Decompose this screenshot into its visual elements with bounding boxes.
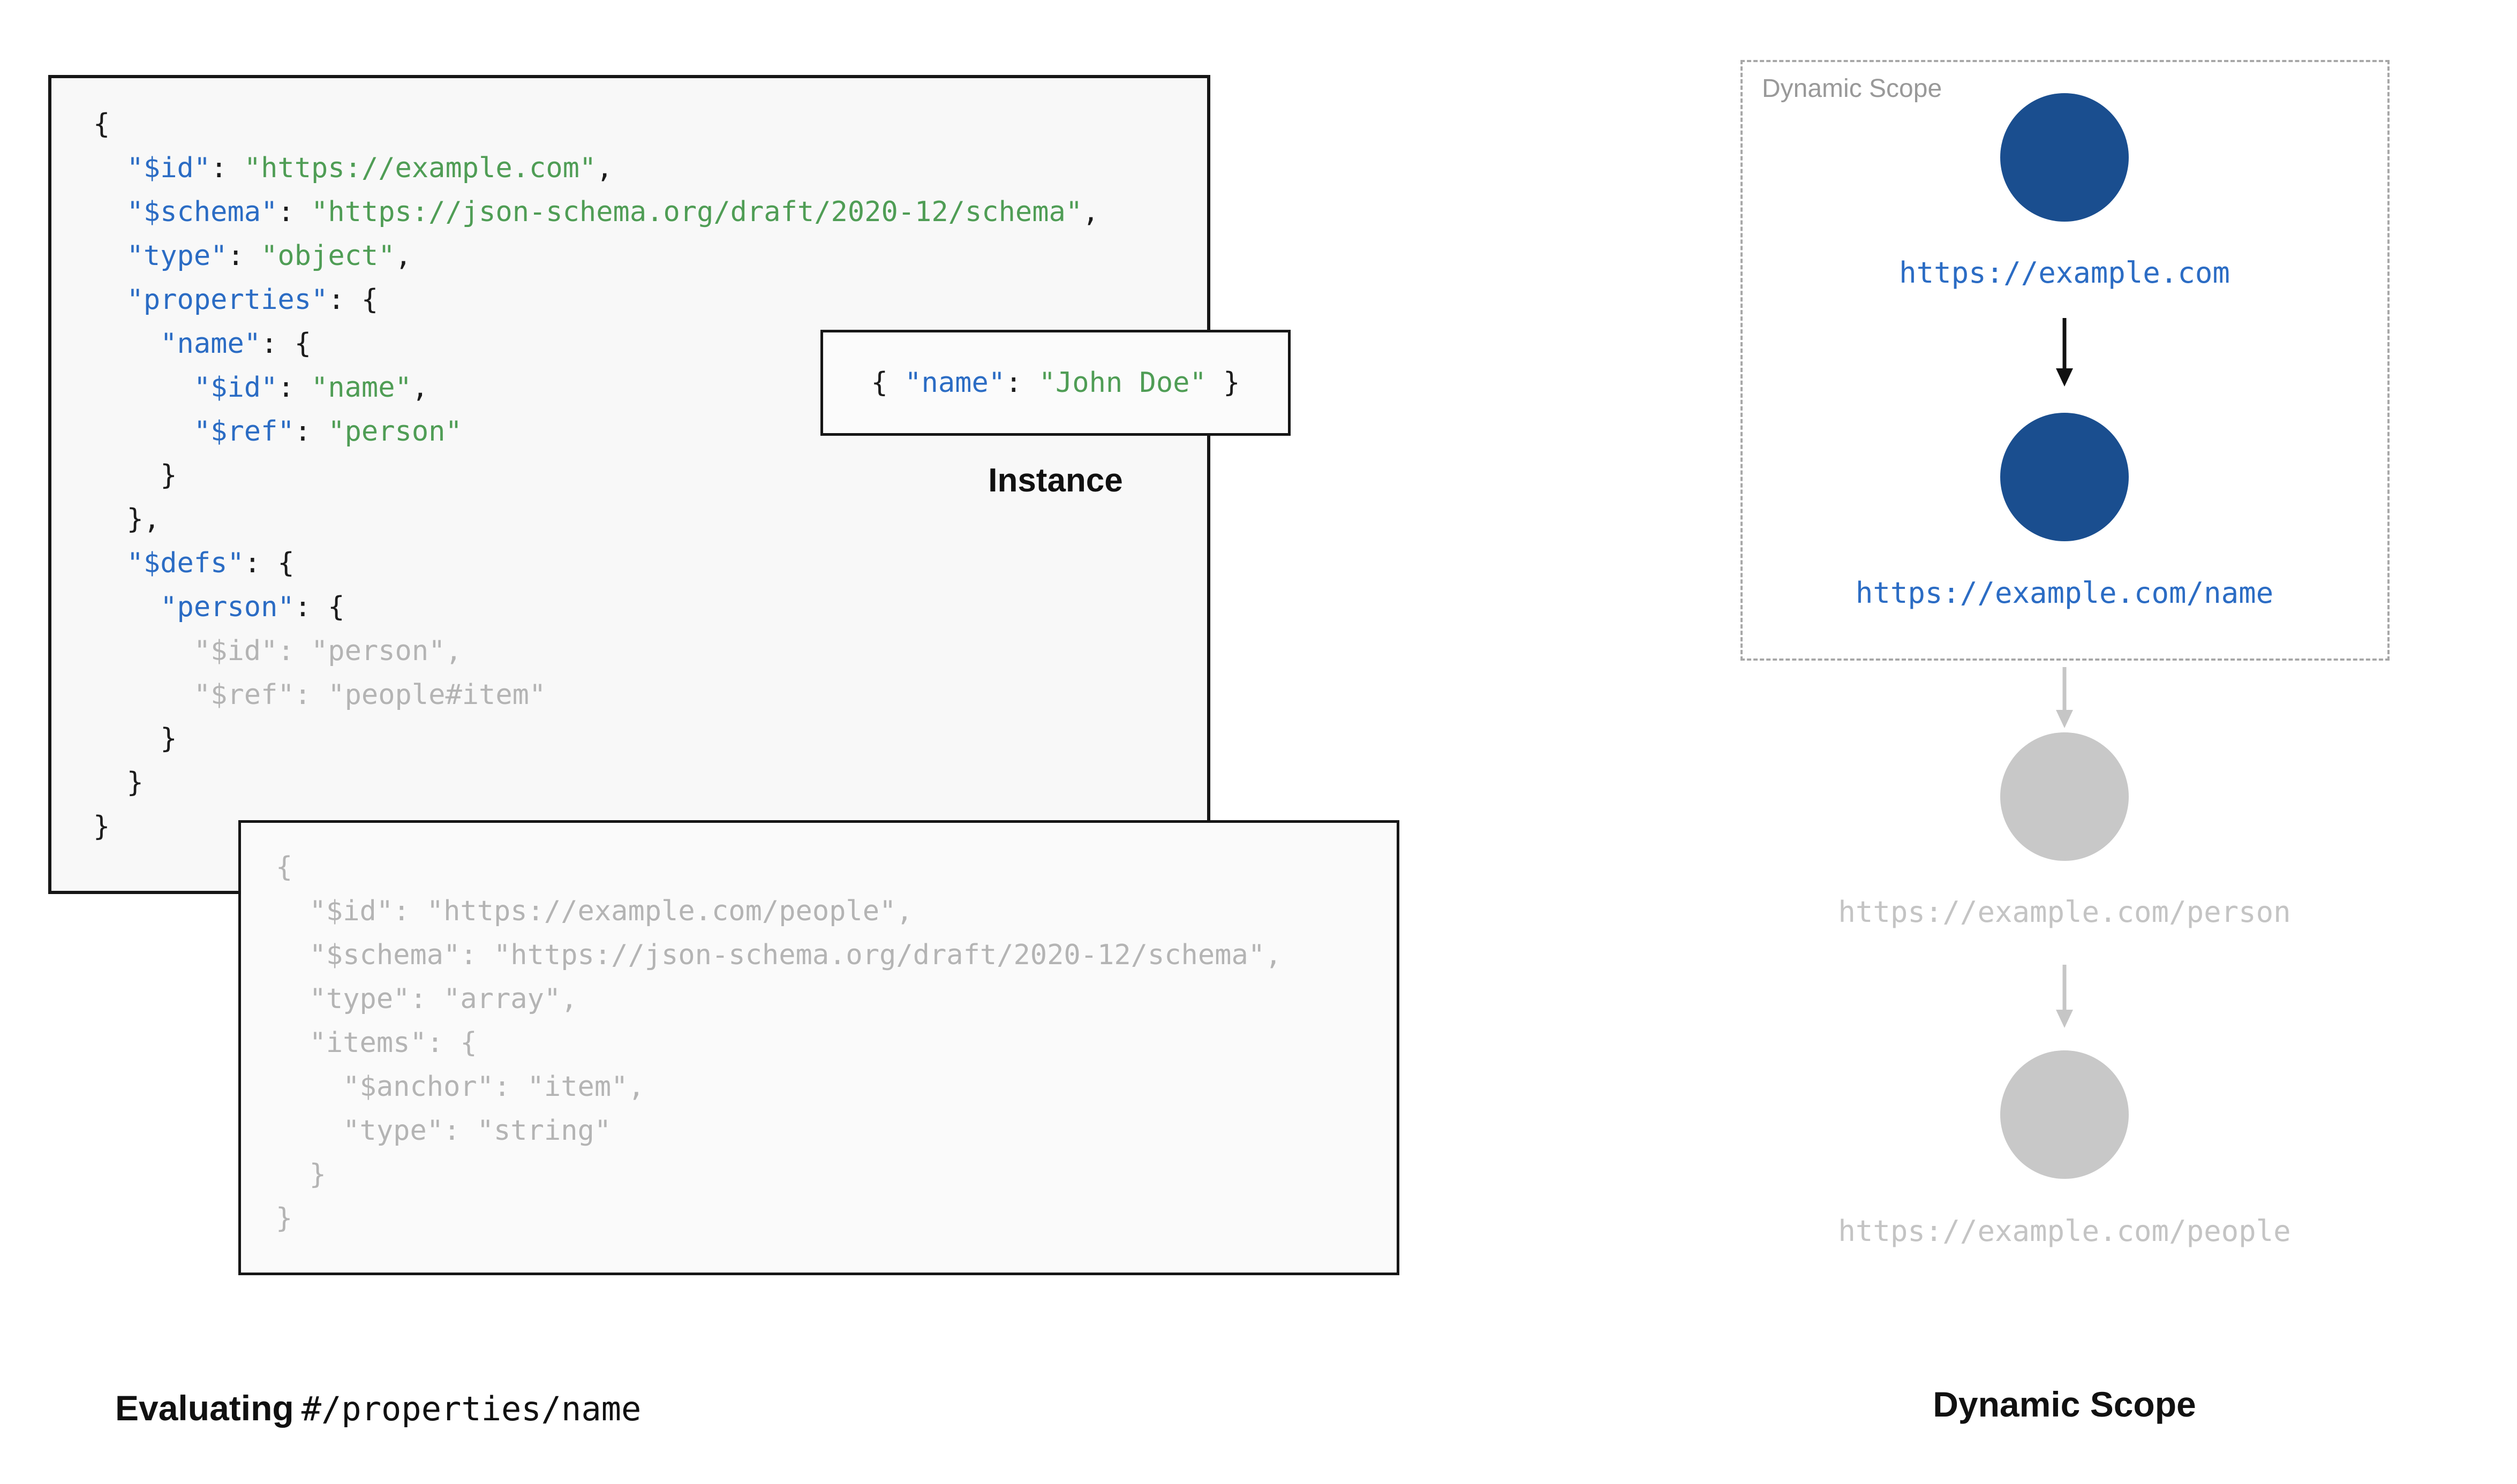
instance-code: { "name": "John Doe" } xyxy=(871,361,1240,405)
evaluating-caption-pointer: #/properties/name xyxy=(301,1389,642,1428)
scope-node-circle-root xyxy=(2000,93,2129,222)
root-schema-code-box: { "$id": "https://example.com", "$schema… xyxy=(48,75,1210,894)
code-line: "$defs": { xyxy=(126,547,295,579)
arrow-down-icon xyxy=(2056,318,2073,387)
arrow-down-icon-gray xyxy=(2056,965,2073,1028)
code-line: { xyxy=(276,851,293,883)
code-line: "type": "array", xyxy=(276,983,578,1015)
evaluating-caption: Evaluating#/properties/name xyxy=(115,1388,641,1428)
code-line: "type": "object", xyxy=(126,240,412,272)
code-line: } xyxy=(93,459,177,491)
people-schema-code-box: { "$id": "https://example.com/people", "… xyxy=(238,820,1399,1275)
code-line: "properties": { xyxy=(126,284,379,316)
scope-node-url-people: https://example.com/people xyxy=(1838,1214,2291,1248)
code-line: { xyxy=(93,108,110,140)
code-line: "$ref": "person" xyxy=(193,415,462,448)
scope-node-circle-people xyxy=(2000,1050,2129,1179)
code-line: "$schema": "https://json-schema.org/draf… xyxy=(126,196,1099,228)
code-line: { "name": "John Doe" } xyxy=(871,367,1240,399)
code-line: "$ref": "people#item" xyxy=(93,679,546,711)
code-line: "$anchor": "item", xyxy=(276,1071,645,1103)
code-line: } xyxy=(93,723,177,755)
people-schema-code: { "$id": "https://example.com/people", "… xyxy=(276,845,1381,1240)
code-line: "name": { xyxy=(160,328,311,360)
scope-node-circle-person xyxy=(2000,732,2129,861)
code-line: "$id": "name", xyxy=(193,372,429,404)
code-line: "$id": "person", xyxy=(93,635,462,667)
scope-node-url-person: https://example.com/person xyxy=(1838,895,2291,929)
evaluating-caption-bold: Evaluating xyxy=(115,1388,294,1428)
code-line: "person": { xyxy=(160,591,345,623)
code-line: "type": "string" xyxy=(276,1115,612,1147)
code-line: } xyxy=(276,1202,293,1235)
code-line: "$id": "https://example.com/people", xyxy=(276,895,913,927)
code-line: } xyxy=(93,767,144,799)
code-line: "items": { xyxy=(276,1027,477,1059)
scope-node-url-root: https://example.com xyxy=(1899,256,2230,290)
dynamic-scope-box-label: Dynamic Scope xyxy=(1762,74,1942,103)
code-line: } xyxy=(276,1159,326,1191)
arrow-down-icon-gray xyxy=(2056,667,2073,728)
scope-node-circle-name xyxy=(2000,413,2129,541)
code-line: "$id": "https://example.com", xyxy=(126,152,613,184)
instance-label: Instance xyxy=(988,462,1123,499)
instance-code-box: { "name": "John Doe" } xyxy=(820,330,1291,436)
dynamic-scope-caption: Dynamic Scope xyxy=(1933,1384,2196,1424)
code-line: "$schema": "https://json-schema.org/draf… xyxy=(276,939,1282,971)
dynamic-scope-dashed-box xyxy=(1740,60,2390,661)
code-line: } xyxy=(93,811,110,843)
code-line: }, xyxy=(93,503,161,535)
root-schema-code: { "$id": "https://example.com", "$schema… xyxy=(93,102,1191,849)
scope-node-url-name: https://example.com/name xyxy=(1855,576,2274,610)
